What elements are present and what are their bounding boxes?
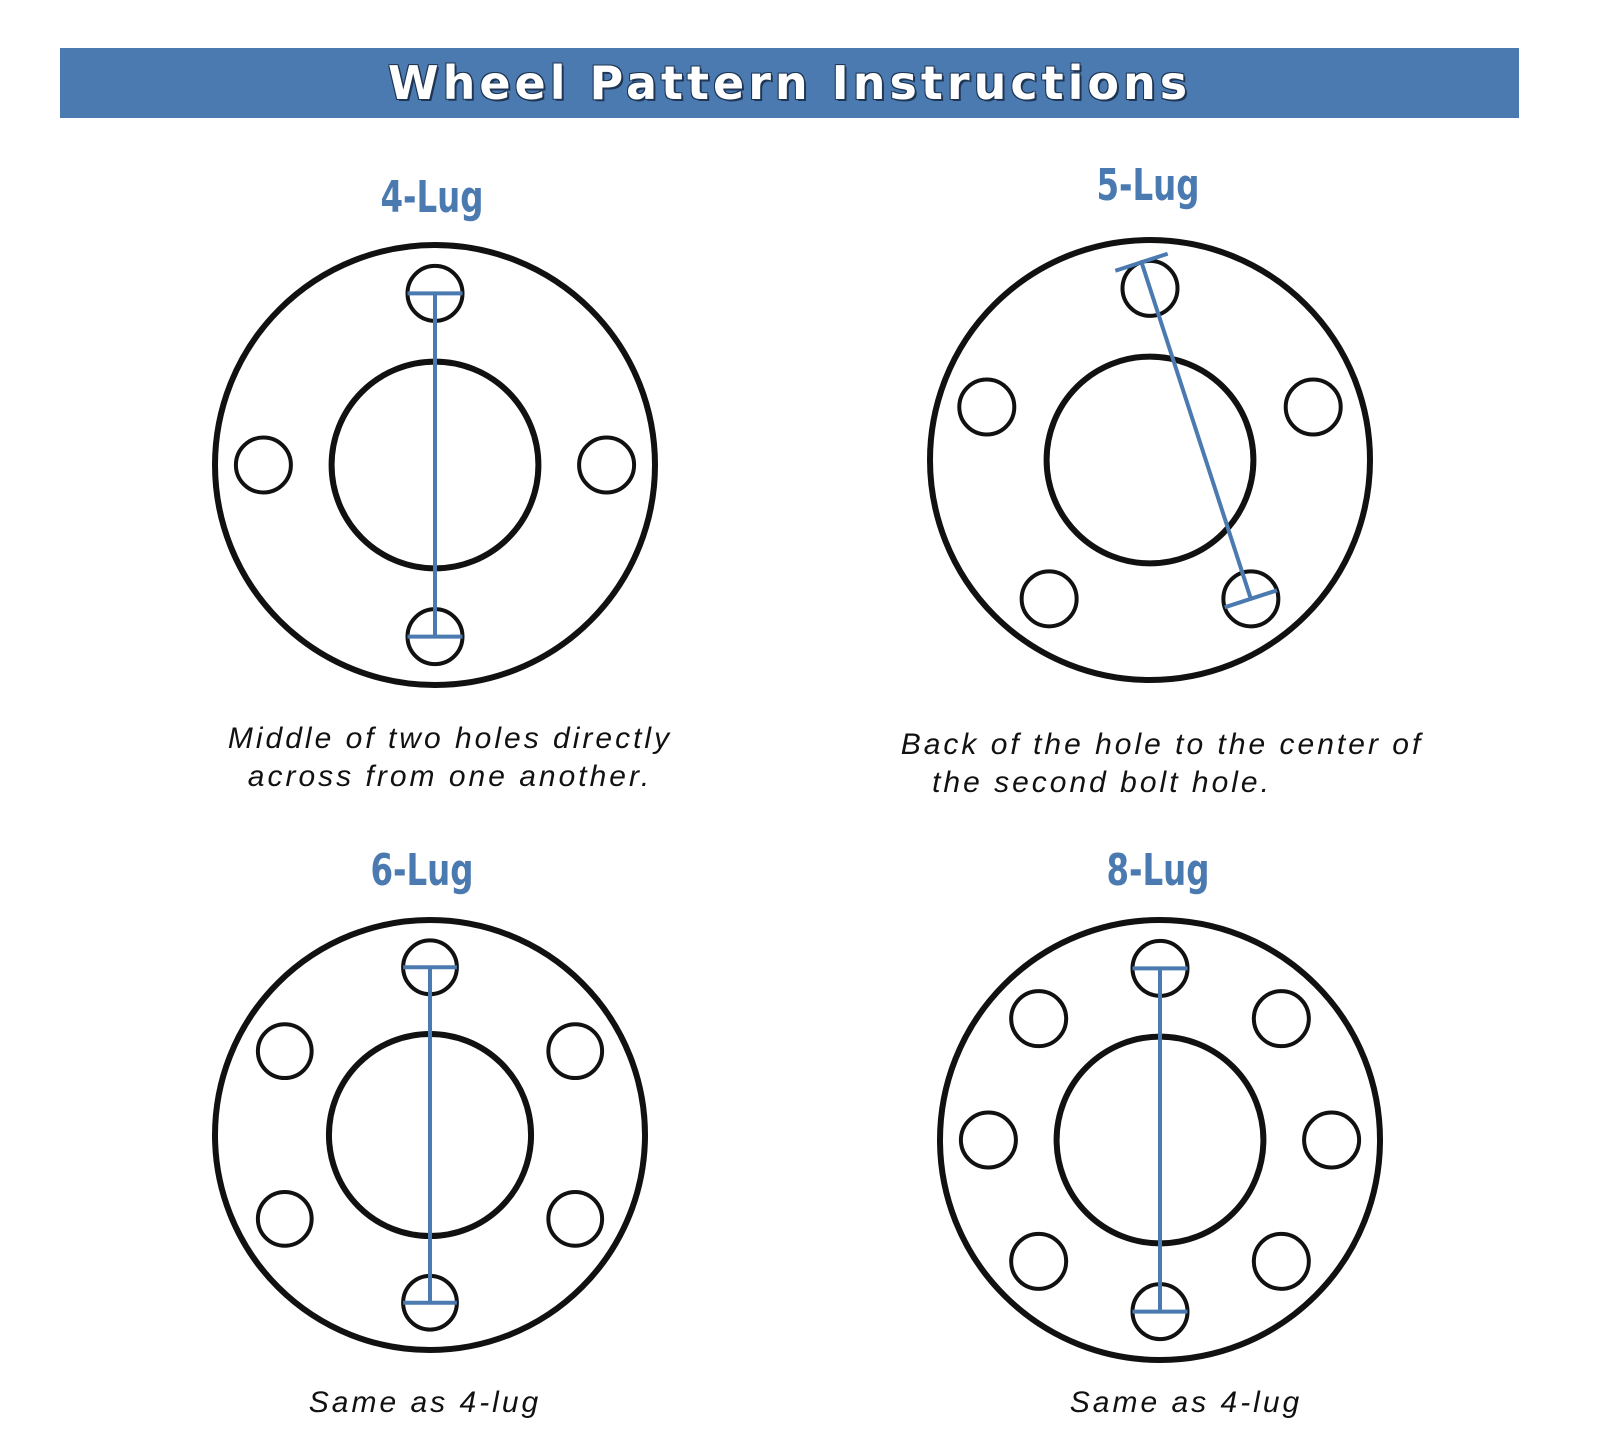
page-title: Wheel Pattern Instructions [387, 56, 1192, 110]
label-6-lug: 6-Lug [370, 845, 474, 896]
label-5-lug: 5-Lug [1096, 160, 1200, 211]
center-bore [1043, 353, 1257, 567]
bolt-hole [1251, 989, 1311, 1049]
caption-5-lug: Back of the hole to the center of the se… [812, 726, 1512, 802]
caption-6-lug-line-1: Same as 4-lug [308, 1386, 542, 1419]
caption-6-lug: Same as 4-lug [75, 1384, 775, 1422]
bolt-hole [1251, 1231, 1311, 1291]
bolt-hole [1009, 989, 1069, 1049]
caption-5-lug-line-1: Back of the hole to the center of [900, 728, 1424, 761]
caption-8-lug-line-1: Same as 4-lug [1069, 1386, 1303, 1419]
wheel-4-lug-diagram [212, 242, 658, 688]
outer-rim [937, 917, 1383, 1363]
caption-8-lug: Same as 4-lug [836, 1384, 1536, 1422]
bolt-hole [1019, 569, 1079, 629]
measure-tick-start [1114, 251, 1169, 273]
bolt-hole [233, 435, 293, 495]
measure-line [1139, 261, 1253, 600]
caption-5-lug-line-2: the second bolt hole. [932, 766, 1272, 799]
bolt-hole [958, 1110, 1018, 1170]
label-4-lug: 4-Lug [380, 172, 484, 223]
wheel-6-lug-diagram [212, 917, 648, 1353]
bolt-hole [255, 1022, 314, 1081]
bolt-hole [957, 377, 1017, 437]
wheel-8-lug-diagram [937, 917, 1383, 1363]
caption-4-lug-line-2: across from one another. [247, 760, 653, 793]
outer-rim [212, 917, 648, 1353]
bolt-hole [1302, 1110, 1362, 1170]
label-8-lug: 8-Lug [1106, 845, 1210, 896]
bolt-hole [546, 1189, 605, 1248]
caption-4-lug: Middle of two holes directly across from… [100, 720, 800, 796]
title-banner: Wheel Pattern Instructions [60, 48, 1519, 118]
measure-tick-end [1224, 588, 1278, 610]
bolt-hole [1009, 1231, 1069, 1291]
bolt-hole [255, 1189, 314, 1248]
outer-rim [212, 242, 658, 688]
caption-4-lug-line-1: Middle of two holes directly [227, 722, 673, 755]
bolt-hole [577, 435, 637, 495]
outer-rim [927, 237, 1373, 683]
bolt-hole [546, 1022, 605, 1081]
bolt-hole [1283, 377, 1343, 437]
wheel-5-lug-diagram [927, 237, 1373, 683]
